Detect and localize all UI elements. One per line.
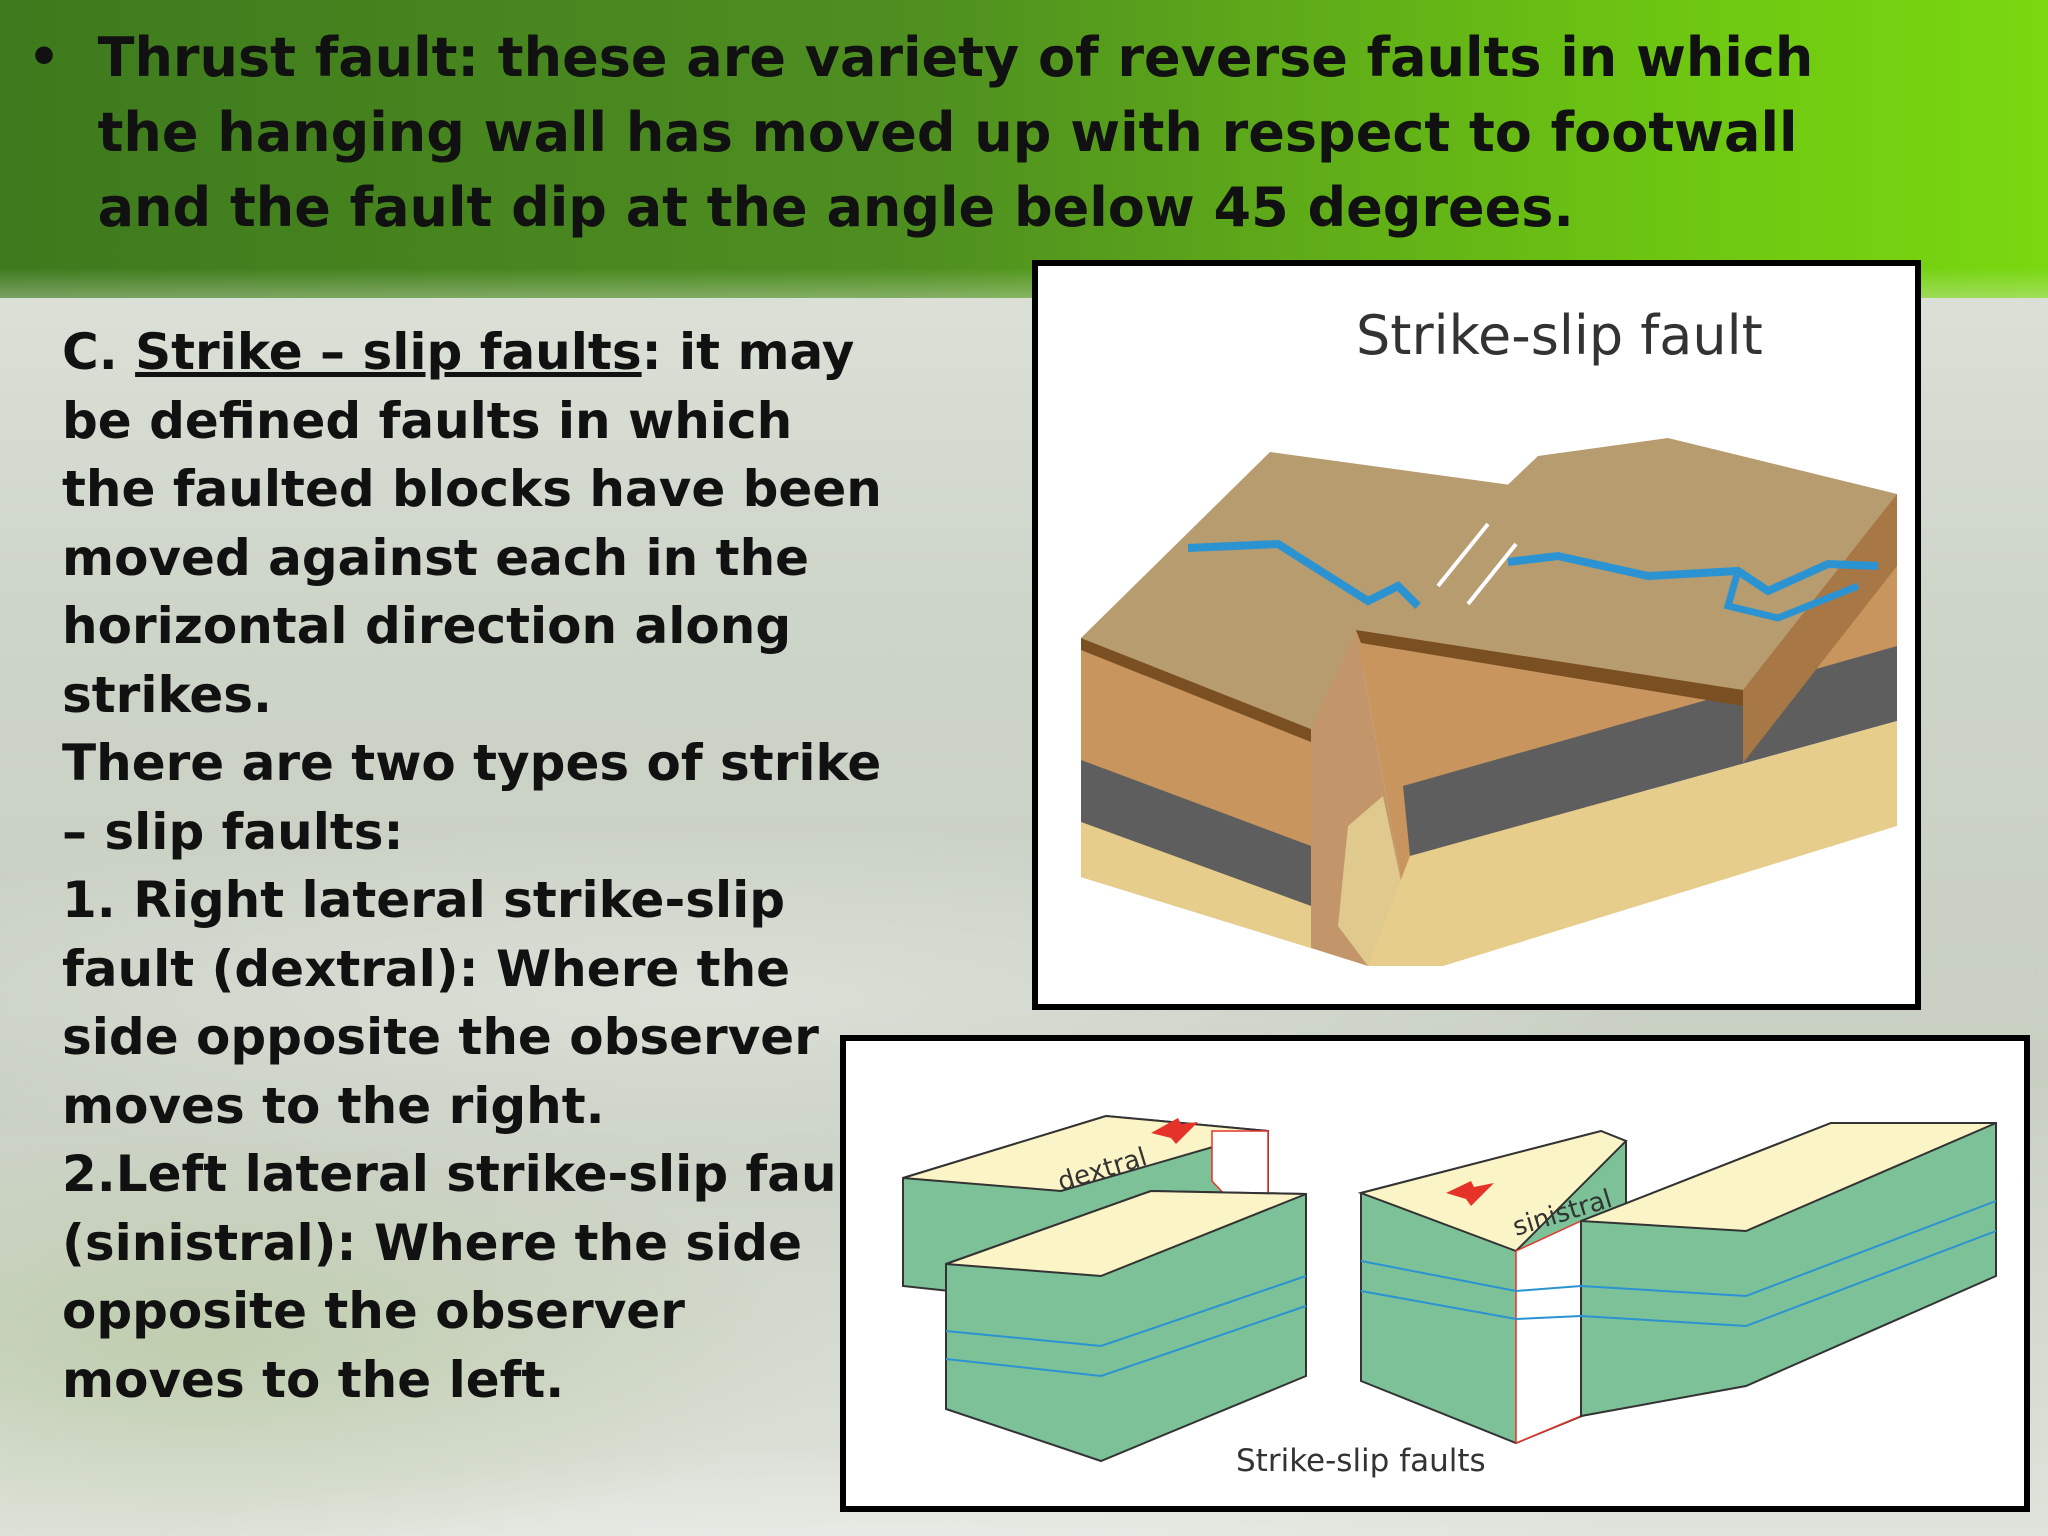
type-dextral: 1. Right lateral strike-slip fault (dext…	[62, 871, 819, 1135]
definition-text: : it may be defined faults in which the …	[62, 323, 882, 724]
figure2-caption: Strike-slip faults	[1236, 1443, 1486, 1479]
sinistral-strata-line-2	[1360, 1230, 1997, 1328]
sinistral-right-top	[1580, 1122, 1997, 1233]
strike-slip-block-svg: Strike-slip fault	[1081, 304, 1897, 966]
right-block-sand-layer	[1368, 721, 1897, 966]
right-block-soil-edge	[1356, 630, 1743, 706]
dextral-strata-line-2	[945, 1305, 1307, 1378]
river-branch	[1723, 570, 1860, 622]
left-block-top	[1081, 452, 1518, 729]
right-block-top	[1356, 438, 1897, 690]
dextral-strata-line	[945, 1275, 1307, 1348]
sinistral-strata-line	[1360, 1200, 1997, 1298]
left-block-dark-layer	[1081, 760, 1311, 906]
strike-slip-description: C. Strike – slip faults: it may be defin…	[62, 318, 882, 1414]
thrust-fault-text: Thrust fault: these are variety of rever…	[97, 26, 1814, 239]
dextral-front-top	[945, 1189, 1307, 1278]
left-block-sand-layer	[1081, 822, 1311, 948]
sinistral-arrow	[1446, 1181, 1494, 1206]
definition-paragraph: C. Strike – slip faults: it may be defin…	[62, 318, 882, 729]
term-strike-slip: Strike – slip faults	[135, 323, 642, 381]
left-block-soil-edge	[1081, 638, 1311, 742]
types-intro: There are two types of strike – slip fau…	[62, 734, 882, 861]
motion-arrow-left	[1436, 522, 1490, 588]
thrust-fault-bullet: • Thrust fault: these are variety of rev…	[28, 20, 1828, 245]
bullet-symbol: •	[28, 28, 60, 86]
sinistral-left-top	[1357, 1129, 1628, 1253]
dextral-sinistral-diagram: dextral sinistral Strike-slip faults	[840, 1035, 2030, 1512]
river-left	[1187, 539, 1421, 609]
motion-arrow-right	[1466, 542, 1518, 606]
section-prefix: C.	[62, 323, 136, 381]
strike-slip-diagram: Strike-slip fault	[1032, 260, 1921, 1010]
sinistral-fault-face	[1515, 1219, 1582, 1445]
figure1-title: Strike-slip fault	[1356, 304, 1763, 367]
type-sinistral: 2.Left lateral strike-slip fault (sinist…	[62, 1145, 878, 1409]
dextral-sinistral-svg: dextral sinistral Strike-slip faults	[902, 1114, 1997, 1479]
dextral-arrow	[1151, 1118, 1198, 1144]
